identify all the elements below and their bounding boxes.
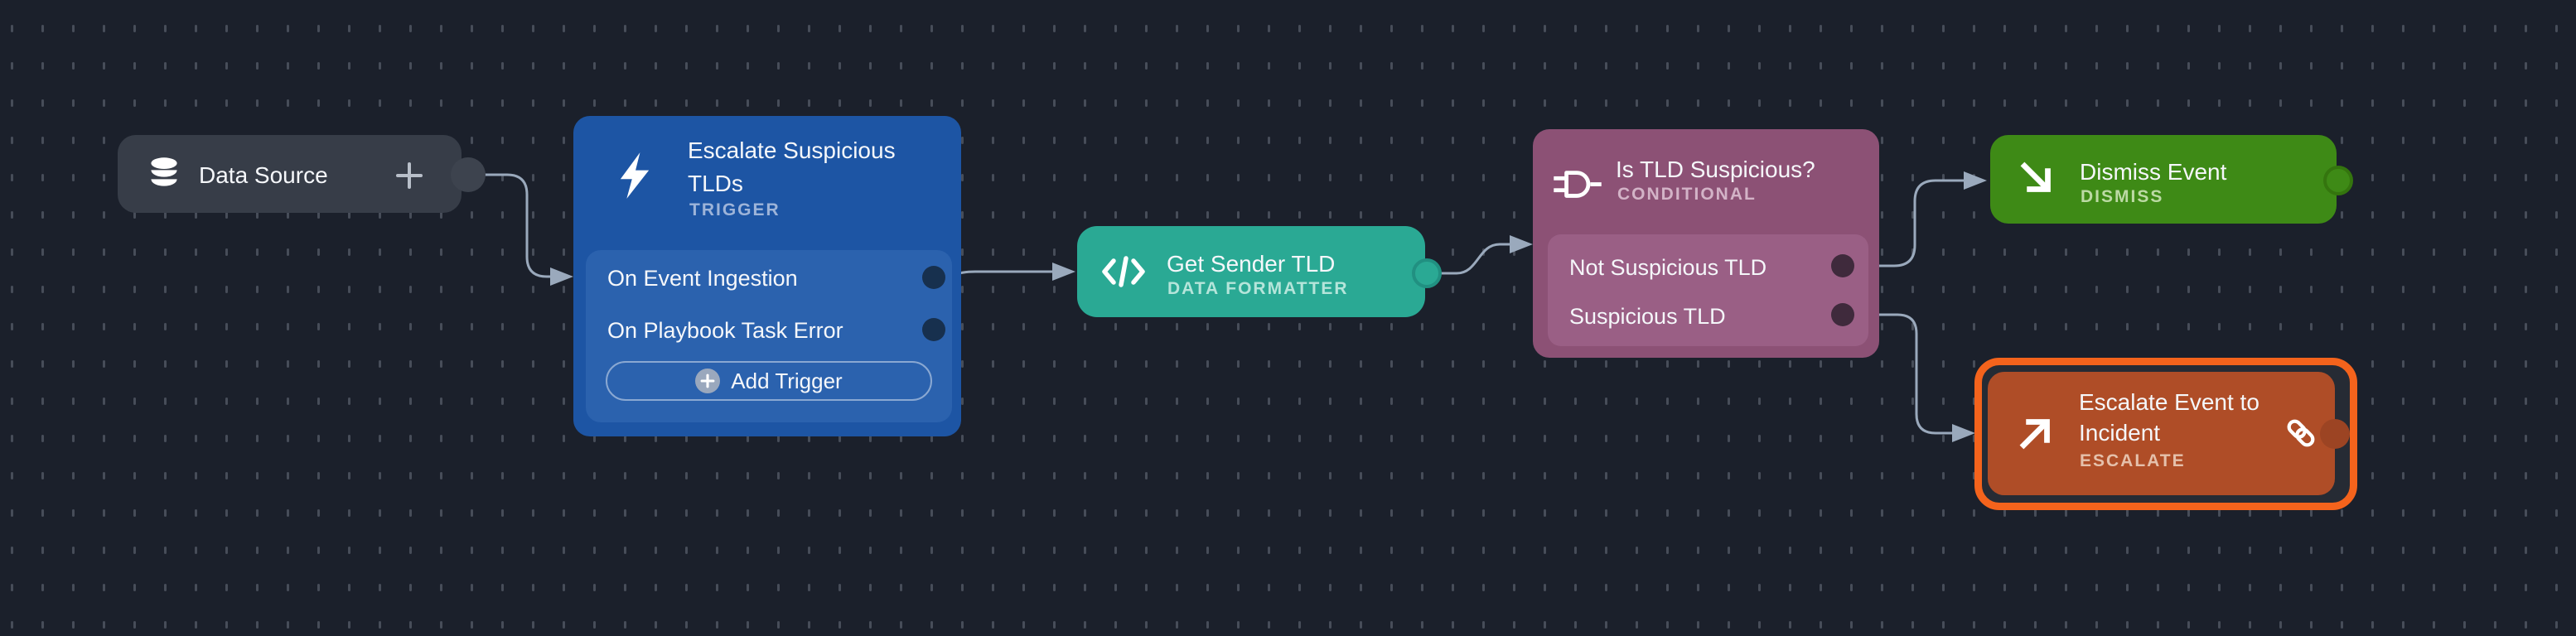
escalate-output-port[interactable] (2320, 419, 2350, 449)
dismiss-type-label: DISMISS (2081, 187, 2164, 206)
connector-notsuspicious-to-dismiss (1843, 171, 1987, 267)
arrow-down-right-icon (2020, 161, 2051, 192)
branch-label-not-suspicious: Not Suspicious TLD (1569, 255, 1767, 280)
plus-icon[interactable] (391, 157, 428, 194)
branch-label-suspicious: Suspicious TLD (1569, 304, 1726, 329)
arrow-up-right-icon (2019, 419, 2050, 450)
trigger-title: Escalate Suspicious TLDs (688, 137, 896, 196)
formatter-title: Get Sender TLD (1167, 251, 1336, 277)
formatter-type-label: DATA FORMATTER (1167, 279, 1349, 298)
connector-suspicious-to-escalate (1843, 313, 1975, 442)
node-trigger[interactable]: Escalate Suspicious TLDs TRIGGER On Even… (573, 116, 961, 436)
database-icon (151, 157, 177, 186)
node-dismiss-event[interactable]: Dismiss Event DISMISS (1990, 135, 2337, 224)
escalate-title: Escalate Event to Incident (2079, 389, 2259, 446)
add-trigger-button[interactable]: Add Trigger (606, 361, 932, 401)
trigger-port-label: On Event Ingestion (607, 266, 798, 291)
lightning-icon (620, 152, 650, 199)
node-conditional[interactable]: Is TLD Suspicious? CONDITIONAL Not Suspi… (1533, 129, 1879, 358)
node-data-formatter[interactable]: Get Sender TLD DATA FORMATTER (1077, 226, 1425, 317)
connector-formatter-to-conditional (1427, 235, 1533, 275)
data-source-output-port[interactable] (451, 157, 486, 192)
link-icon (2287, 419, 2315, 447)
escalate-type-label: ESCALATE (2080, 451, 2186, 470)
add-trigger-label: Add Trigger (731, 368, 843, 393)
conditional-output-port-suspicious[interactable] (1831, 303, 1854, 326)
dismiss-output-port[interactable] (2323, 166, 2353, 195)
trigger-type-label: TRIGGER (689, 200, 781, 219)
trigger-port-panel: On Event Ingestion On Playbook Task Erro… (586, 250, 952, 422)
conditional-type-label: CONDITIONAL (1617, 185, 1757, 204)
trigger-output-port-task-error[interactable] (922, 318, 945, 341)
plus-circle-icon (695, 369, 721, 393)
node-escalate-event[interactable]: Escalate Event to Incident ESCALATE (1988, 372, 2335, 495)
node-data-source[interactable]: Data Source (118, 135, 462, 213)
conditional-title: Is TLD Suspicious? (1616, 157, 1815, 182)
conditional-output-port-not-suspicious[interactable] (1831, 254, 1854, 277)
logic-gate-icon (1554, 171, 1602, 198)
code-icon (1102, 256, 1145, 287)
connector-datasource-to-trigger (469, 173, 573, 286)
data-source-label: Data Source (199, 162, 328, 188)
dismiss-title: Dismiss Event (2080, 159, 2227, 185)
trigger-port-label: On Playbook Task Error (607, 318, 843, 343)
formatter-output-port[interactable] (1412, 258, 1442, 288)
conditional-branch-panel: Not Suspicious TLD Suspicious TLD (1548, 234, 1868, 346)
trigger-output-port-event-ingestion[interactable] (922, 266, 945, 289)
